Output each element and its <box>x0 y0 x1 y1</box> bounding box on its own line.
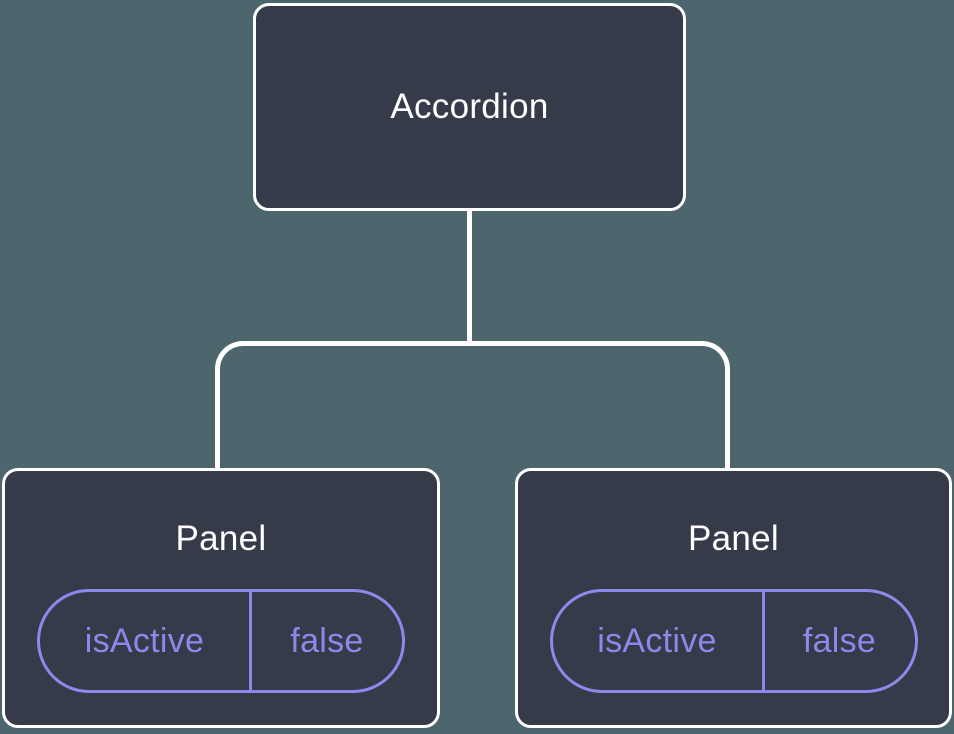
panel-node-label: Panel <box>687 519 780 558</box>
accordion-node: Accordion <box>253 3 686 211</box>
state-prop-name: isActive <box>553 592 765 690</box>
panel-node-label: Panel <box>175 519 267 558</box>
state-prop-name: isActive <box>40 592 252 690</box>
panel-node-left: Panel isActive false <box>2 468 440 728</box>
children-connector-bracket <box>215 341 730 468</box>
state-pill: isActive false <box>549 589 918 693</box>
state-prop-value: false <box>290 621 364 660</box>
accordion-node-label: Accordion <box>390 87 549 126</box>
state-prop-value: false <box>802 621 877 660</box>
panel-node-right: Panel isActive false <box>515 468 952 728</box>
state-pill: isActive false <box>37 589 405 693</box>
root-connector-line <box>467 209 472 345</box>
